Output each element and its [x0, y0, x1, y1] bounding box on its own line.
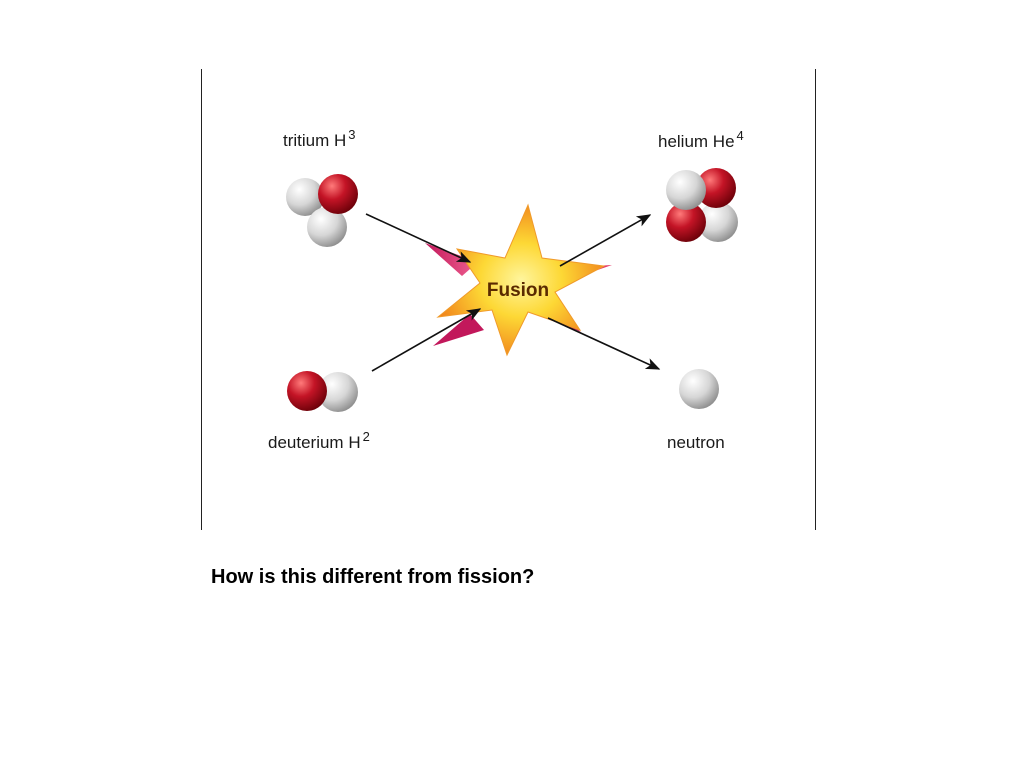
proton-particle — [696, 168, 736, 208]
fusion-star — [436, 203, 606, 357]
arrow-fusion-to-helium — [559, 214, 652, 267]
proton-particle — [666, 202, 706, 242]
arrow-tritium-to-fusion — [365, 213, 472, 263]
fusion-diagram-frame — [201, 69, 816, 530]
proton-particle — [318, 174, 358, 214]
neutron-particle — [698, 202, 738, 242]
deuterium-nucleus — [287, 371, 358, 412]
tritium-nucleus — [286, 174, 358, 247]
neutron-particle — [307, 207, 347, 247]
proton-particle — [287, 371, 327, 411]
helium-nucleus — [666, 168, 738, 242]
question-text: How is this different from fission? — [211, 566, 535, 588]
free-neutron — [679, 369, 719, 409]
neutron-label: neutron — [667, 433, 725, 452]
neutron-particle — [286, 178, 324, 216]
fusion-label: Fusion — [487, 280, 549, 301]
arrow-deuterium-to-fusion — [371, 308, 482, 372]
arrow-fusion-to-neutron — [547, 317, 661, 370]
neutron-particle — [666, 170, 706, 210]
neutron-particle — [318, 372, 358, 412]
